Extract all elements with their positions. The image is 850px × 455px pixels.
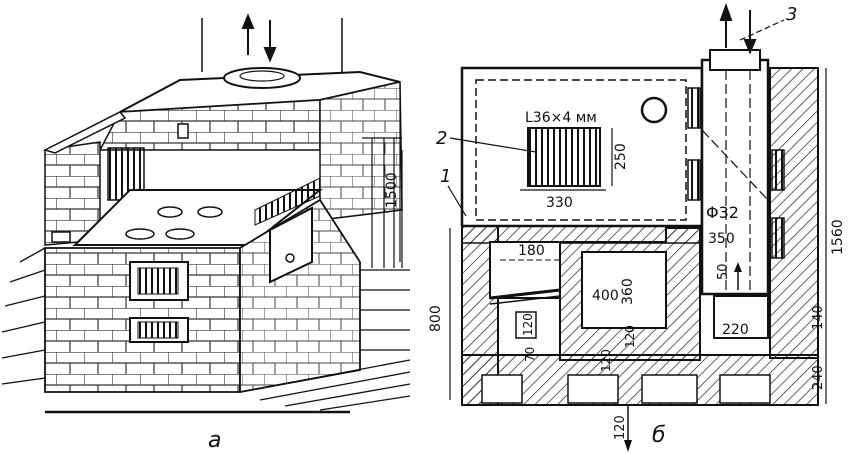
chimney-channel <box>700 58 770 296</box>
dim-120b-label: 120 <box>599 349 613 372</box>
oven-box-b <box>581 251 667 329</box>
dim-400-label: 400 <box>592 288 619 304</box>
dim-360-label: 360 <box>620 278 636 305</box>
dim-50-label: 50 <box>716 263 731 280</box>
oven-door-a <box>269 206 313 284</box>
dim-pipe-label: Φ32 <box>706 203 739 222</box>
firebox-b <box>489 241 561 299</box>
dim-240-label: 240 <box>811 365 826 390</box>
masonry-right-column <box>769 67 819 359</box>
dim-70-label: 70 <box>523 347 537 362</box>
dim-330-label: 330 <box>546 195 573 211</box>
dim-1560-label: 1560 <box>830 219 846 255</box>
dim-220-label: 220 <box>722 322 749 338</box>
damper-ring-b <box>640 96 668 124</box>
grate-b <box>527 127 601 187</box>
callout-2: 2 <box>436 128 447 149</box>
dim-350-label: 350 <box>708 231 735 247</box>
dim-angle-label: L36×4 мм <box>525 110 597 126</box>
dim-120-bottom-label: 120 <box>613 415 628 440</box>
dim-800-label: 800 <box>428 305 444 332</box>
smoke-arrows-a <box>241 13 277 63</box>
burners <box>125 206 223 240</box>
masonry-top-band <box>461 224 701 244</box>
callout-1: 1 <box>440 166 451 187</box>
left-vent <box>51 231 71 243</box>
dim-180-label: 180 <box>518 243 545 259</box>
wall-paneling <box>362 137 403 268</box>
side-grille <box>254 177 321 226</box>
dim-120c-label: 120 <box>623 325 637 348</box>
dim-1500-label: 1500 <box>384 172 400 208</box>
smoke-arrows-b <box>719 3 757 55</box>
dim-140-label: 140 <box>811 305 826 330</box>
figure-b-caption: б <box>652 423 666 448</box>
figure-a-perspective: 1500 а <box>1 13 411 453</box>
floor-boards <box>1 247 411 411</box>
chimney-flaps <box>687 87 785 259</box>
dim-120a-label: 120 <box>521 313 535 336</box>
damper-knob-a <box>177 123 189 139</box>
figure-b-section: L36×4 мм 330 250 180 400 360 120 70 120 … <box>428 3 846 452</box>
callout-3: 3 <box>786 4 797 25</box>
dim-250-label: 250 <box>613 143 629 170</box>
figure-a-caption: а <box>208 428 221 453</box>
